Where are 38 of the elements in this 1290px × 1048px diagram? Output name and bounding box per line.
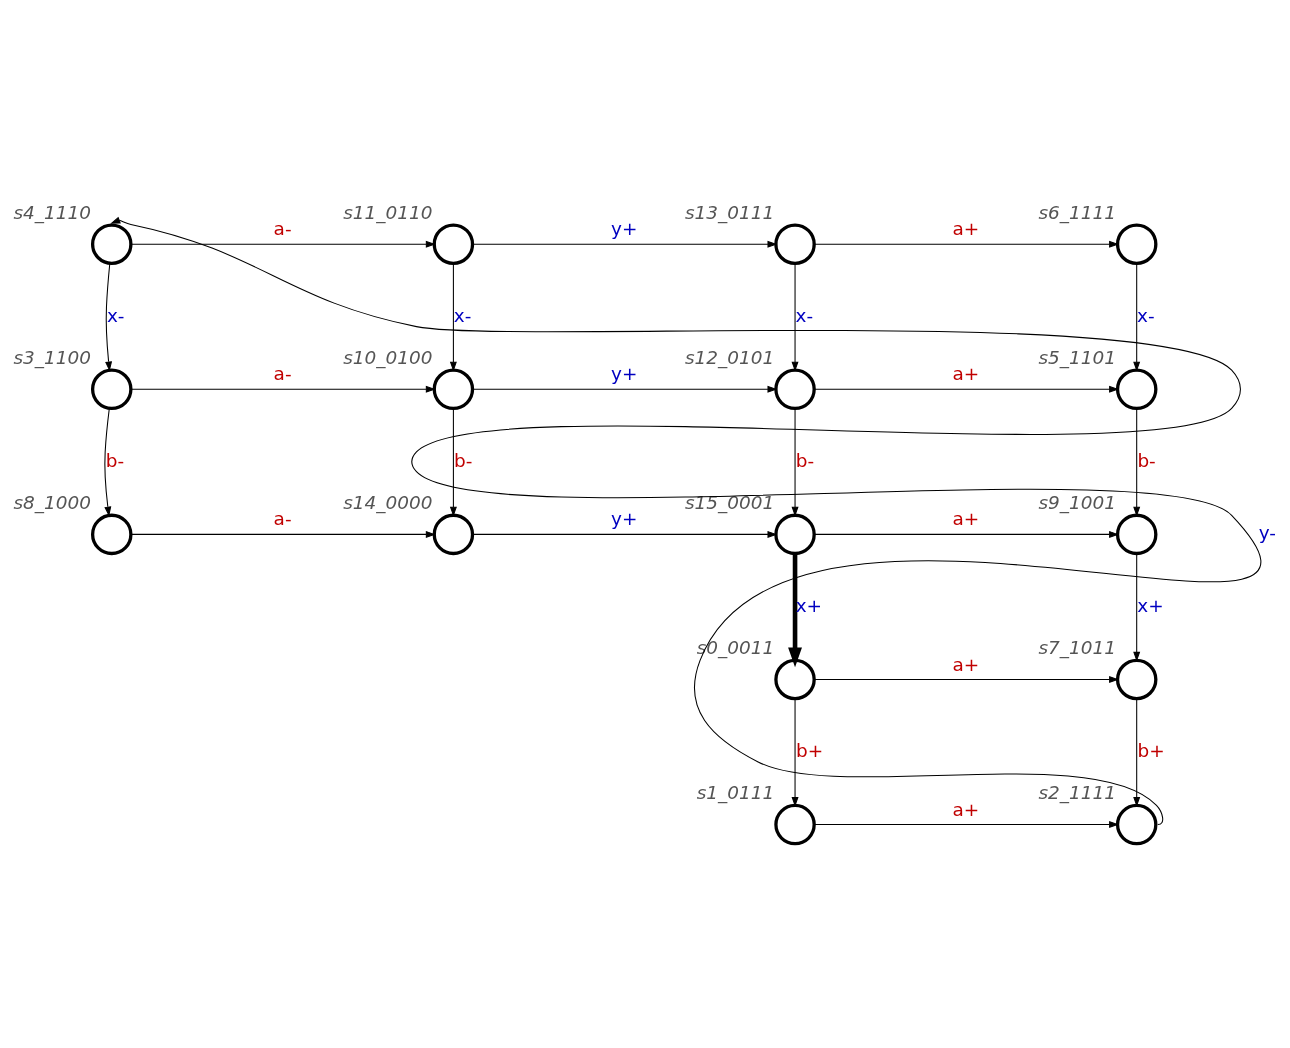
edge-label: x- xyxy=(106,304,125,326)
edge-label: b- xyxy=(105,449,125,471)
edge-label: y+ xyxy=(611,217,638,239)
edge-label: a- xyxy=(273,217,292,239)
edge-label: y+ xyxy=(611,362,638,384)
edge-label: y- xyxy=(1258,521,1276,543)
edge-label: b- xyxy=(454,449,473,471)
edge-label: b+ xyxy=(1137,739,1165,761)
node-label: s6_1111 xyxy=(1038,201,1116,223)
node-label: s15_0001 xyxy=(684,491,775,513)
node-label: s4_1110 xyxy=(13,201,92,223)
edge-label: x+ xyxy=(1137,594,1164,616)
node-label: s9_1001 xyxy=(1038,491,1116,513)
node-label: s5_1101 xyxy=(1038,346,1116,368)
node-label: s2_1111 xyxy=(1038,781,1116,803)
edge-label: y+ xyxy=(611,507,638,529)
edge-label: b- xyxy=(1137,449,1156,471)
edge-label: a+ xyxy=(952,653,980,675)
edge-label: a- xyxy=(273,507,292,529)
node-label: s13_0111 xyxy=(684,201,775,223)
node-label: s1_0111 xyxy=(696,781,775,803)
edge-label: a- xyxy=(273,362,292,384)
node-label: s8_1000 xyxy=(13,491,92,513)
node-label: s14_0000 xyxy=(343,491,433,513)
node-label: s7_1011 xyxy=(1038,636,1116,658)
edge-label: x- xyxy=(1137,304,1155,326)
edge-label: b+ xyxy=(795,739,824,761)
edge-label: b- xyxy=(795,449,815,471)
edge-label: a+ xyxy=(952,507,980,529)
edge-label: a+ xyxy=(952,217,980,239)
edge-label: a+ xyxy=(952,798,980,820)
node-label: s3_1100 xyxy=(13,346,92,368)
edge-label: x- xyxy=(453,304,472,326)
node-label: s11_0110 xyxy=(343,201,433,223)
edge-label: a+ xyxy=(952,362,980,384)
node-label: s12_0101 xyxy=(684,346,775,368)
edge-label: x- xyxy=(795,304,814,326)
node-label: s10_0100 xyxy=(343,346,433,368)
